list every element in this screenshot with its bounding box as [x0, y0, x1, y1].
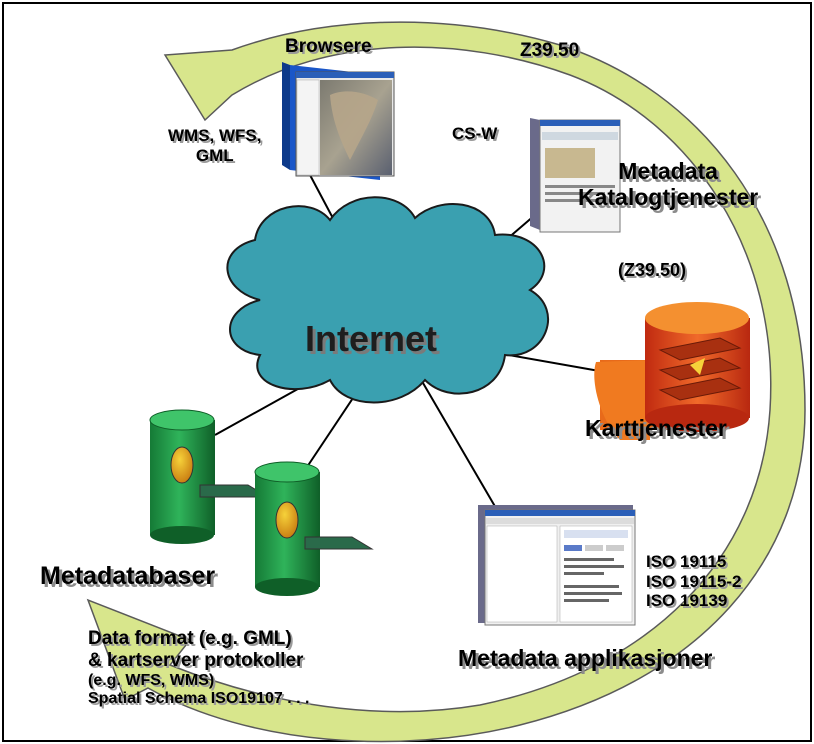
wms-wfs-gml-line1: WMS, WFS, — [168, 126, 262, 145]
metadata-applikasjoner-label: Metadata applikasjoner — [458, 645, 713, 671]
wms-wfs-gml-label: WMS, WFS, GML — [168, 126, 261, 165]
database-icon-2 — [254, 461, 374, 596]
browser-window-image — [282, 62, 395, 180]
metadata-app-window-image — [478, 505, 636, 626]
z3950-top-label: Z39.50 — [520, 40, 580, 61]
circular-arrow — [86, 21, 806, 743]
iso-19139: ISO 19139 — [646, 591, 728, 611]
map-server-icon — [594, 302, 750, 440]
iso-standards-label: ISO 19115 ISO 19115-2 ISO 19139 — [646, 552, 741, 611]
footer-line-1: Data format (e.g. GML) — [88, 628, 292, 649]
z3950-paren-label: (Z39.50) — [618, 260, 687, 280]
wms-wfs-gml-line2: GML — [195, 145, 234, 165]
footer-line-4: Spatial Schema ISO19107 . . . — [88, 690, 310, 708]
iso-19115: ISO 19115 — [646, 552, 727, 571]
iso-19115-2: ISO 19115-2 — [646, 571, 742, 591]
internet-label: Internet — [305, 318, 438, 359]
csw-label: CS-W — [452, 124, 498, 143]
footer-line-2: & kartserver protokoller — [88, 649, 304, 671]
database-icon-1 — [149, 409, 270, 544]
catalog-window-image — [530, 118, 621, 233]
metadata-catalog-line2: Katalogtjenester — [578, 184, 759, 211]
metadatabaser-label: Metadatabaser — [40, 562, 216, 590]
footer-notes: Data format (e.g. GML) & kartserver prot… — [88, 628, 309, 708]
metadata-catalog-label: Metadata Katalogtjenester — [578, 158, 758, 211]
browsere-label: Browsere — [285, 36, 372, 57]
karttjenester-label: Karttjenester — [585, 415, 727, 441]
internet-cloud — [226, 196, 549, 404]
metadata-catalog-line1: Metadata — [618, 158, 718, 184]
footer-line-3: (e.g. WFS, WMS) — [88, 671, 215, 689]
